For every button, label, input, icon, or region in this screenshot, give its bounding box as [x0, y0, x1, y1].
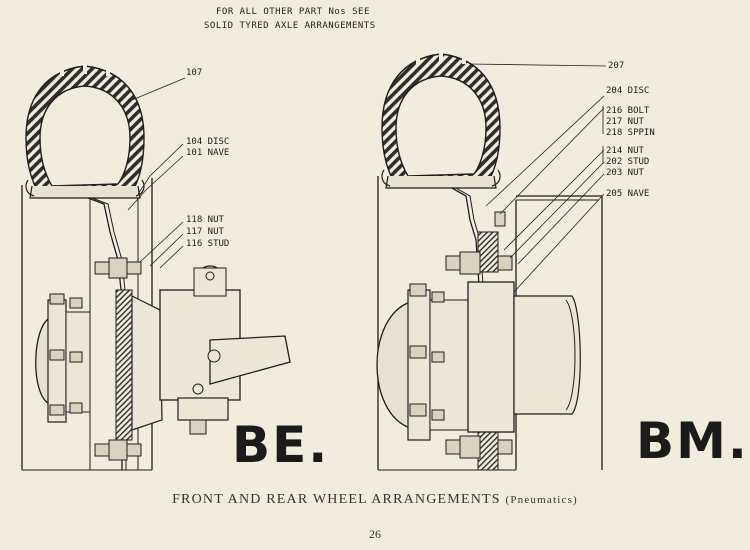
callout-214-nut: 214 NUT [606, 146, 645, 156]
page-number: 26 [369, 527, 381, 541]
callout-217-nut: 217 NUT [606, 117, 645, 127]
callout-216-bolt: 216 BOLT [606, 106, 650, 116]
callout-118-nut: 118 NUT [186, 215, 225, 225]
caption-sub: (Pneumatics) [505, 494, 578, 506]
left-wheel-be-drawing: 107 104 DISC 101 NAVE 118 NUT 117 NUT 11… [21, 62, 329, 474]
header-line-1: FOR ALL OTHER PART Nos SEE [216, 7, 370, 17]
callout-218-sppin: 218 SPPIN [606, 128, 655, 138]
callout-107: 107 [186, 68, 202, 78]
callout-117-nut: 117 NUT [186, 227, 225, 237]
label-be: BE. [232, 416, 329, 474]
callout-204-disc: 204 DISC [606, 86, 649, 96]
callout-104-disc: 104 DISC [186, 137, 229, 147]
caption-main: FRONT AND REAR WHEEL ARRANGEMENTS [172, 492, 501, 507]
label-bm: BM. [636, 412, 749, 470]
callout-202-stud: 202 STUD [606, 157, 649, 167]
figure-caption: FRONT AND REAR WHEEL ARRANGEMENTS (Pneum… [0, 492, 750, 508]
callout-203-nut: 203 NUT [606, 168, 645, 178]
callout-116-stud: 116 STUD [186, 239, 229, 249]
right-wheel-bm-drawing: 207 204 DISC 216 BOLT 217 NUT 218 SPPIN … [376, 50, 749, 471]
callout-205-nave: 205 NAVE [606, 189, 649, 199]
header-line-2: SOLID TYRED AXLE ARRANGEMENTS [204, 21, 376, 31]
callout-207: 207 [608, 61, 624, 71]
callout-101-nave: 101 NAVE [186, 148, 229, 158]
